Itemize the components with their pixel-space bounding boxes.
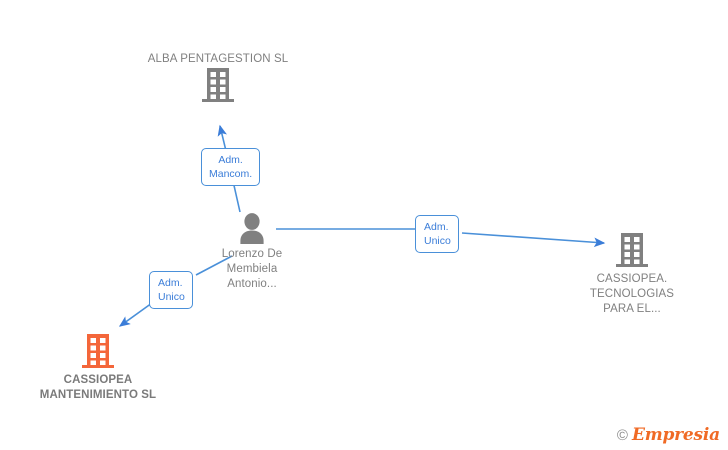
edge-label-adm-unico-tecnologias[interactable]: Adm. Unico: [415, 215, 459, 253]
edge-label-line: Unico: [158, 291, 185, 303]
edge-label-line: Mancom.: [209, 168, 253, 180]
edge-label-line: Adm.: [158, 277, 183, 289]
copyright-icon: ©: [616, 427, 628, 444]
edge-label-line: Adm.: [218, 154, 243, 166]
brand-name: Empresia: [631, 425, 720, 445]
building-icon: [138, 67, 298, 103]
building-icon: [552, 232, 712, 268]
node-label: Lorenzo De Membiela Antonio...: [221, 248, 283, 290]
building-icon: [18, 333, 178, 369]
node-person-lorenzo-de-membiela[interactable]: Lorenzo De Membiela Antonio...: [172, 212, 332, 292]
node-label: CASSIOPEA MANTENIMIENTO SL: [39, 374, 157, 401]
edge-label-line: Adm.: [424, 221, 449, 233]
node-label: ALBA PENTAGESTION SL: [147, 53, 289, 65]
node-label: CASSIOPEA. TECNOLOGIAS PARA EL...: [589, 273, 675, 315]
watermark-empresia: © Empresia: [617, 427, 720, 444]
edge-adm-unico-mantenimiento[interactable]: [118, 255, 233, 327]
node-company-cassiopea-mantenimiento[interactable]: CASSIOPEA MANTENIMIENTO SL: [18, 333, 178, 403]
edge-label-adm-unico-mantenimiento[interactable]: Adm. Unico: [149, 271, 193, 309]
edge-label-line: Unico: [424, 235, 451, 247]
person-icon: [172, 212, 332, 244]
edge-label-adm-mancom[interactable]: Adm. Mancom.: [201, 148, 261, 186]
node-company-cassiopea-tecnologias[interactable]: CASSIOPEA. TECNOLOGIAS PARA EL...: [552, 232, 712, 317]
node-company-alba-pentagestion[interactable]: ALBA PENTAGESTION SL: [138, 48, 298, 103]
edge-adm-unico-tecnologias[interactable]: [276, 228, 606, 248]
